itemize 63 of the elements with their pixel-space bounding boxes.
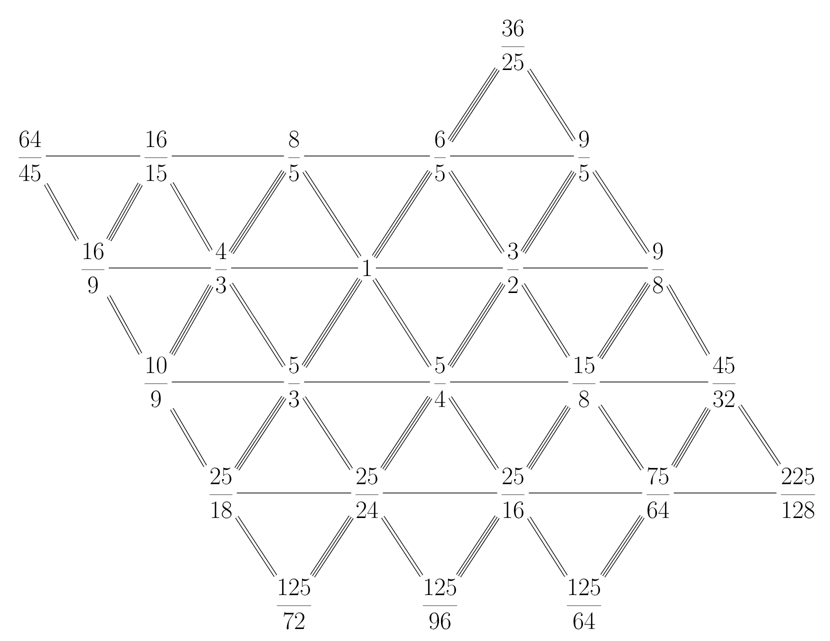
- double-line-connector: [302, 396, 353, 470]
- triple-line-connector: [520, 170, 576, 254]
- triple-line-connector: [526, 405, 571, 470]
- horizontal-dash: [382, 492, 498, 494]
- fraction: $\frac{125}{64}$: [566, 578, 602, 630]
- fraction: $\frac{36}{25}$: [502, 20, 524, 70]
- fraction: $\frac{6}{5}$: [434, 130, 446, 182]
- fraction: $\frac{10}{9}$: [144, 356, 168, 408]
- triple-line-connector: [600, 515, 645, 578]
- double-line-connector: [527, 68, 576, 142]
- fraction: $\frac{9}{5}$: [578, 130, 590, 182]
- double-line-connector: [302, 170, 362, 258]
- fraction: $\frac{125}{96}$: [422, 578, 458, 630]
- horizontal-dash: [236, 492, 352, 494]
- triple-line-connector: [456, 516, 500, 578]
- double-line-connector: [44, 183, 79, 241]
- double-line-connector: [106, 295, 142, 355]
- horizontal-dash: [528, 492, 643, 494]
- double-line-connector: [372, 278, 432, 368]
- triple-line-connector: [106, 182, 143, 242]
- fraction: $\frac{15}{8}$: [572, 356, 596, 408]
- double-line-connector: [170, 408, 207, 467]
- fraction: $\frac{5}{4}$: [434, 356, 446, 407]
- fraction: $\frac{3}{2}$: [507, 242, 519, 293]
- double-line-connector: [598, 404, 644, 470]
- fraction: $\frac{75}{64}$: [646, 467, 670, 518]
- triple-line-connector: [597, 282, 650, 360]
- double-line-connector: [666, 284, 710, 356]
- triple-line-connector: [302, 278, 362, 368]
- fraction: $\frac{25}{24}$: [356, 468, 378, 518]
- fraction: $\frac{64}{45}$: [18, 130, 42, 182]
- fraction: $\frac{5}{3}$: [288, 356, 300, 408]
- triple-line-connector: [372, 170, 432, 258]
- fraction: $\frac{16}{15}$: [144, 130, 168, 182]
- triple-line-connector: [169, 284, 214, 356]
- double-line-connector: [522, 283, 570, 358]
- double-line-connector: [448, 396, 499, 470]
- triple-line-connector: [310, 515, 354, 578]
- double-line-connector: [592, 170, 650, 254]
- horizontal-dash: [673, 492, 777, 494]
- fraction: $1$: [363, 260, 371, 276]
- fraction: $\frac{25}{18}$: [210, 468, 232, 518]
- triple-line-connector: [234, 396, 286, 471]
- double-line-connector: [448, 170, 504, 254]
- triple-line-connector: [380, 396, 432, 471]
- double-line-connector: [381, 516, 424, 577]
- fraction: $\frac{9}{8}$: [652, 242, 664, 294]
- double-line-connector: [235, 516, 278, 577]
- fraction: $\frac{125}{72}$: [276, 578, 312, 630]
- double-line-connector: [738, 404, 781, 466]
- fraction: $\frac{8}{5}$: [288, 130, 300, 182]
- double-line-connector: [170, 182, 213, 252]
- fraction: $\frac{4}{3}$: [215, 242, 227, 294]
- fraction: $\frac{225}{128}$: [780, 468, 816, 518]
- triple-line-connector: [228, 170, 286, 254]
- fraction: $\frac{25}{16}$: [502, 468, 524, 518]
- triple-line-connector: [448, 67, 500, 142]
- triple-line-connector: [671, 407, 711, 468]
- fraction: $\frac{45}{32}$: [712, 356, 736, 408]
- double-line-connector: [230, 282, 286, 368]
- double-line-connector: [527, 516, 568, 577]
- fraction: $\frac{16}{9}$: [82, 242, 104, 294]
- triple-line-connector: [448, 282, 506, 368]
